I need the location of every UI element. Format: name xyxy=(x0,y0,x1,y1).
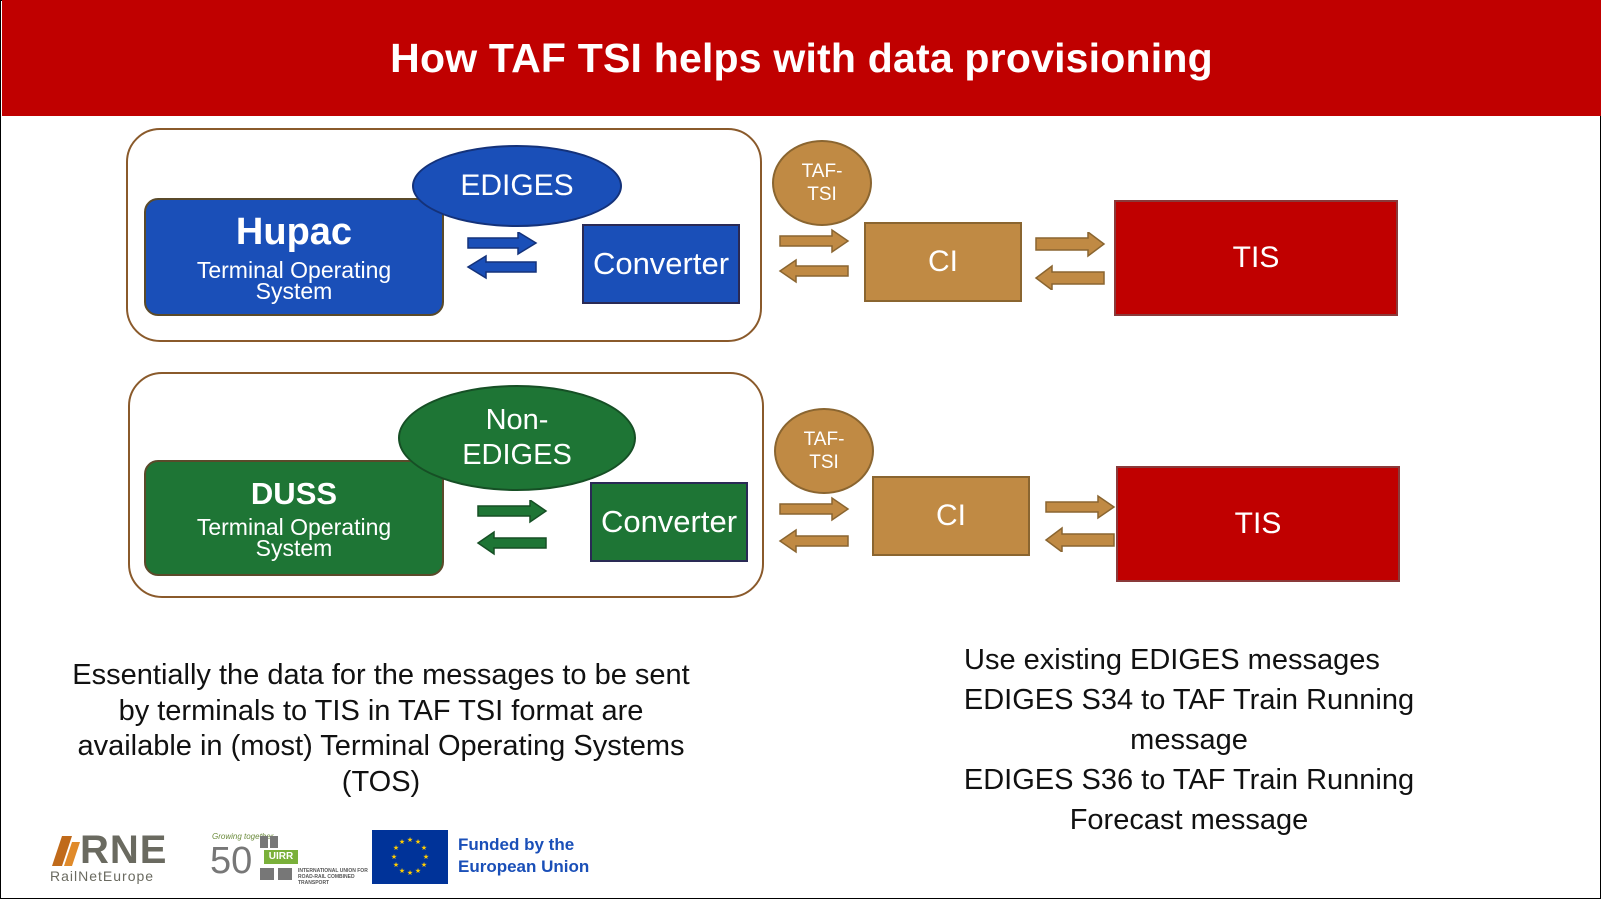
rne-logo: RNE RailNetEurope xyxy=(50,828,180,884)
uirr-fifty: 50 xyxy=(210,840,253,882)
eu-flag-icon: ★★★ ★★★ ★★★ ★★★ xyxy=(372,830,448,884)
exchange-arrows xyxy=(778,496,850,554)
hupac-tos-box: Hupac Terminal Operating System xyxy=(144,198,444,316)
svg-text:★: ★ xyxy=(415,867,421,875)
rne-mark-icon xyxy=(52,836,80,866)
eu-funding-logo: ★★★ ★★★ ★★★ ★★★ Funded by the European U… xyxy=(372,830,632,884)
svg-text:★: ★ xyxy=(399,838,405,846)
svg-text:★: ★ xyxy=(407,869,413,877)
mapping-intro: Use existing EDIGES messages xyxy=(964,644,1380,676)
svg-text:★: ★ xyxy=(423,853,429,861)
ci-box: CI xyxy=(872,476,1030,556)
taf-tsi-label: TAF-TSI xyxy=(801,161,843,205)
tos-subtitle: Terminal Operating System xyxy=(196,256,392,304)
left-explanation-text: Essentially the data for the messages to… xyxy=(72,659,690,798)
svg-text:★: ★ xyxy=(393,861,399,869)
taf-tsi-label: TAF-TSI xyxy=(803,429,845,473)
slide-title: How TAF TSI helps with data provisioning xyxy=(390,34,1213,81)
tos-name: DUSS xyxy=(250,475,338,511)
mapping-s36: EDIGES S36 to TAF Train Running Forecast… xyxy=(963,764,1415,836)
ci-label: CI xyxy=(928,245,958,278)
ci-label: CI xyxy=(936,499,966,532)
taf-tsi-badge: TAF-TSI xyxy=(772,140,872,226)
tos-name: Hupac xyxy=(235,211,353,254)
eu-funding-text: Funded by the European Union xyxy=(458,835,590,876)
title-bar: How TAF TSI helps with data provisioning xyxy=(2,0,1601,116)
uirr-train-truck-icon xyxy=(260,836,292,880)
right-ediges-mapping: Use existing EDIGES messages EDIGES S34 … xyxy=(942,640,1414,840)
exchange-arrows xyxy=(476,500,548,556)
rne-wordmark: RNE xyxy=(80,828,168,872)
svg-text:★: ★ xyxy=(415,838,421,846)
exchange-arrows xyxy=(778,228,850,284)
converter-box: Converter xyxy=(590,482,748,562)
uirr-caption: INTERNATIONAL UNION FOR ROAD-RAIL COMBIN… xyxy=(298,868,368,886)
tis-box: TIS xyxy=(1114,200,1398,316)
format-label: EDIGES xyxy=(460,169,574,202)
tis-box: TIS xyxy=(1116,466,1400,582)
format-label: Non-EDIGES xyxy=(462,404,572,471)
duss-tos-box: DUSS Terminal Operating System xyxy=(144,460,444,576)
svg-text:★: ★ xyxy=(421,861,427,869)
converter-box: Converter xyxy=(582,224,740,304)
ediges-format-ellipse: EDIGES xyxy=(412,145,622,227)
svg-text:★: ★ xyxy=(421,844,427,852)
mapping-s34: EDIGES S34 to TAF Train Running message xyxy=(963,684,1415,756)
ci-box: CI xyxy=(864,222,1022,302)
svg-text:★: ★ xyxy=(399,867,405,875)
exchange-arrows xyxy=(1034,232,1106,290)
rne-subtitle: RailNetEurope xyxy=(50,868,155,884)
converter-label: Converter xyxy=(592,246,730,281)
tis-label: TIS xyxy=(1234,507,1282,540)
converter-label: Converter xyxy=(600,504,738,539)
non-ediges-format-ellipse: Non-EDIGES xyxy=(398,385,636,491)
tis-label: TIS xyxy=(1232,241,1280,274)
uirr-logo: Growing together 50 UIRR INTERNATIONAL U… xyxy=(210,832,370,888)
uirr-name: UIRR xyxy=(264,850,298,864)
exchange-arrows xyxy=(1044,494,1116,552)
svg-text:★: ★ xyxy=(407,836,413,844)
uirr-tagline: Growing together xyxy=(212,832,274,841)
svg-text:★: ★ xyxy=(393,844,399,852)
exchange-arrows xyxy=(466,232,538,280)
taf-tsi-badge: TAF-TSI xyxy=(774,408,874,494)
tos-subtitle: Terminal Operating System xyxy=(196,514,392,562)
svg-text:★: ★ xyxy=(391,853,397,861)
